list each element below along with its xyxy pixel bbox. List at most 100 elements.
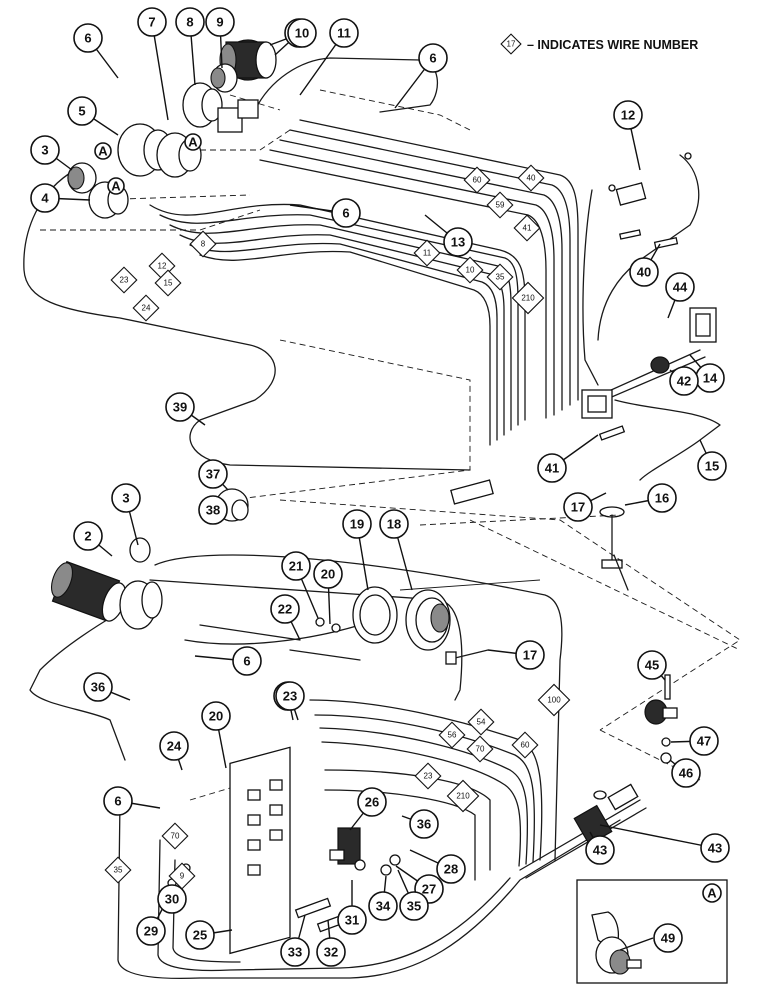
inset-a: A 49	[576, 879, 728, 984]
callout-8	[175, 7, 205, 37]
callout-43	[700, 833, 730, 863]
callout-3-rep4-text: 3	[122, 491, 129, 506]
relay-26	[329, 827, 361, 865]
callout-5	[67, 96, 97, 126]
callout-35	[399, 891, 429, 921]
lower-parts	[50, 488, 678, 955]
callout-3-text: 3	[41, 143, 48, 158]
wire-diamond-22	[104, 856, 132, 884]
callout-15-text: 15	[705, 459, 719, 474]
gauge-8	[182, 82, 223, 128]
callout-17-text: 17	[571, 500, 585, 515]
wire-diamond-12	[189, 230, 217, 258]
wire-diamond-11	[132, 294, 160, 322]
wire-number-14: 54	[477, 718, 486, 727]
callout-3	[30, 135, 60, 165]
callout-17	[563, 492, 593, 522]
callout-9	[205, 7, 235, 37]
wire-number-21: 9	[180, 872, 185, 881]
callout-46	[671, 758, 701, 788]
gauge-3-left	[67, 162, 97, 194]
callout-20-rep6	[201, 701, 231, 731]
callout-34	[368, 891, 398, 921]
callout-4-text: 4	[41, 191, 49, 206]
callout-30	[157, 884, 187, 914]
callout-14-text: 14	[703, 371, 718, 386]
callout-42	[669, 366, 699, 396]
wire-number-3: 41	[523, 224, 532, 233]
wire-number-12: 8	[201, 240, 206, 249]
wire-number-8: 12	[158, 262, 167, 271]
switch-10	[217, 99, 259, 133]
wire-diamond-18	[414, 762, 442, 790]
callout-49-text: 49	[661, 931, 675, 946]
callout-38	[198, 495, 228, 525]
callout-a-2-text: A	[111, 179, 121, 194]
wire-diamond-6	[486, 263, 514, 291]
callout-40	[629, 257, 659, 287]
legend-diamond	[500, 33, 522, 55]
callout-6-rep0	[418, 43, 448, 73]
callout-6-rep0-text: 6	[429, 51, 436, 66]
callout-46-text: 46	[679, 766, 693, 781]
callout-37	[198, 459, 228, 489]
callout-a-1	[184, 133, 202, 151]
callout-35-text: 35	[407, 899, 421, 914]
callout-29	[136, 916, 166, 946]
callout-16	[647, 483, 677, 513]
callout-16-text: 16	[655, 491, 669, 506]
upper-parts	[67, 39, 717, 591]
callout-32-text: 32	[324, 945, 338, 960]
callout-49	[653, 923, 683, 953]
wire-diamond-9	[154, 269, 182, 297]
wire-diamond-0	[463, 166, 491, 194]
callout-44-text: 44	[673, 280, 688, 295]
callout-19-text: 19	[350, 517, 364, 532]
callout-8-text: 8	[186, 15, 193, 30]
callout-43-text: 43	[708, 841, 722, 856]
wire-number-6: 35	[496, 273, 505, 282]
callout-39	[165, 392, 195, 422]
callout-17-rep5-text: 17	[523, 648, 537, 663]
wire-number-4: 11	[423, 249, 432, 258]
callout-12-text: 12	[621, 108, 635, 123]
callout-6-rep1	[331, 198, 361, 228]
callout-25-text: 25	[193, 928, 207, 943]
callout-6-rep2-text: 6	[243, 654, 250, 669]
wire-number-11: 24	[142, 304, 151, 313]
wire-diamond-15	[511, 731, 539, 759]
callout-45	[637, 650, 667, 680]
callout-26-text: 26	[365, 795, 379, 810]
callout-36-rep8	[409, 809, 439, 839]
callout-6-rep3-text: 6	[114, 794, 121, 809]
callout-22-text: 22	[278, 602, 292, 617]
gauge-18	[405, 589, 451, 651]
callouts: 1234567891011121314151617181920212223242…	[30, 7, 730, 967]
wire-number-0: 60	[473, 176, 482, 185]
wire-number-2: 59	[496, 201, 505, 210]
callout-22	[270, 594, 300, 624]
harness-block	[450, 389, 613, 505]
wire-diamond-3	[513, 214, 541, 242]
wire-number-17: 70	[476, 745, 485, 754]
callout-28-text: 28	[444, 862, 458, 877]
callout-28	[436, 854, 466, 884]
callout-21	[281, 551, 311, 581]
callout-4	[30, 183, 60, 213]
callout-17-rep5	[515, 640, 545, 670]
callout-6	[73, 23, 103, 53]
wire-number-7: 210	[521, 294, 535, 303]
circuit-board-25	[229, 746, 291, 955]
connector-13	[650, 307, 717, 374]
wire-diamond-2	[486, 191, 514, 219]
callout-2	[73, 521, 103, 551]
wire-diamond-10	[110, 266, 138, 294]
callout-27-text: 27	[422, 882, 436, 897]
callout-10	[287, 18, 317, 48]
callout-45-text: 45	[645, 658, 659, 673]
callout-31	[337, 905, 367, 935]
wire-diamond-7	[511, 281, 545, 315]
callout-19	[342, 509, 372, 539]
callout-29-text: 29	[144, 924, 158, 939]
